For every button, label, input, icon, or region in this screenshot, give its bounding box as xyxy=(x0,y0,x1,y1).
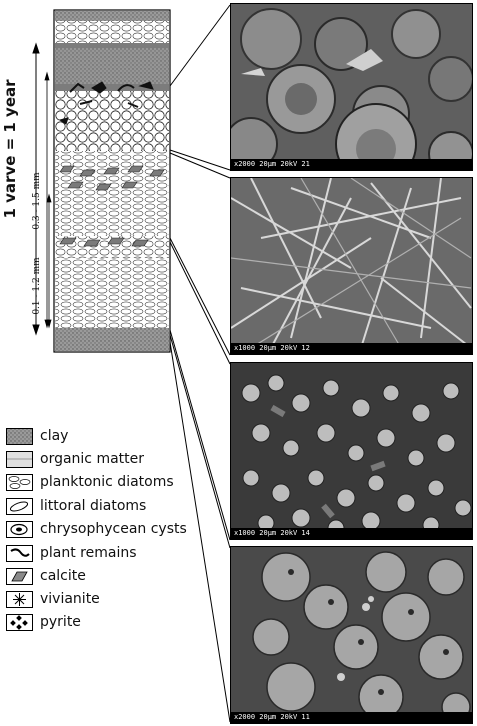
legend-label-clay: clay xyxy=(40,428,69,444)
sediment-column xyxy=(53,9,171,353)
vivianite-swatch-icon xyxy=(6,590,33,608)
legend-item-littoral-diatoms: littoral diatoms xyxy=(6,496,146,516)
legend-item-pyrite: pyrite xyxy=(6,612,81,632)
littoral-diatoms-swatch-icon xyxy=(6,497,33,515)
varve-arrow xyxy=(32,42,40,336)
sem-image-3: x1000 20µm 20kV 14 xyxy=(230,362,473,540)
legend-label-plant-remains: plant remains xyxy=(40,545,137,561)
legend-label-vivianite: vivianite xyxy=(40,591,100,607)
legend-item-organic-matter: organic matter xyxy=(6,449,144,469)
plant-remains-swatch-icon xyxy=(6,544,33,562)
planktonic-diatoms-micrograph xyxy=(231,4,472,170)
sem-image-2: x1000 20µm 20kV 12 xyxy=(230,177,473,355)
sem-image-1: x2000 20µm 20kV 21 xyxy=(230,3,473,171)
connector-lines xyxy=(169,4,231,723)
sem-caption-2: x1000 20µm 20kV 12 xyxy=(231,343,472,354)
legend-item-vivianite: vivianite xyxy=(6,589,100,609)
legend-item-clay: clay xyxy=(6,426,68,446)
organic-matter-swatch-icon xyxy=(6,450,33,468)
diatoms-micrograph xyxy=(231,363,472,539)
legend-label-calcite: calcite xyxy=(40,568,86,584)
calcite-crystals-micrograph xyxy=(231,178,472,354)
calcite-swatch-icon xyxy=(6,567,33,585)
sem-caption-3: x1000 20µm 20kV 14 xyxy=(231,528,472,539)
legend-item-planktonic-diatoms: planktonic diatoms xyxy=(6,472,174,492)
pyrite-swatch-icon xyxy=(6,613,33,631)
sem-caption-1: x2000 20µm 20kV 21 xyxy=(231,159,472,170)
chrysophycean-cysts-micrograph xyxy=(231,547,472,723)
sem-image-4: x2000 20µm 20kV 11 xyxy=(230,546,473,724)
clay-swatch-icon xyxy=(6,427,33,445)
legend-item-calcite: calcite xyxy=(6,566,86,586)
plant-remains-marks xyxy=(58,81,154,125)
chrysophycean-cysts-swatch-icon xyxy=(6,520,33,538)
legend-item-plant-remains: plant remains xyxy=(6,543,137,563)
calcite-rhombs xyxy=(59,165,165,247)
range-arrow-2 xyxy=(46,193,52,329)
legend-label-pyrite: pyrite xyxy=(40,614,81,630)
legend-label-littoral-diatoms: littoral diatoms xyxy=(40,498,147,514)
planktonic-diatoms-swatch-icon xyxy=(6,473,33,491)
legend-label-planktonic-diatoms: planktonic diatoms xyxy=(40,474,174,490)
legend-label-organic-matter: organic matter xyxy=(40,451,145,467)
legend-label-chrysophycean-cysts: chrysophycean cysts xyxy=(40,521,187,537)
legend-item-chrysophycean-cysts: chrysophycean cysts xyxy=(6,519,187,539)
sem-caption-4: x2000 20µm 20kV 11 xyxy=(231,712,472,723)
